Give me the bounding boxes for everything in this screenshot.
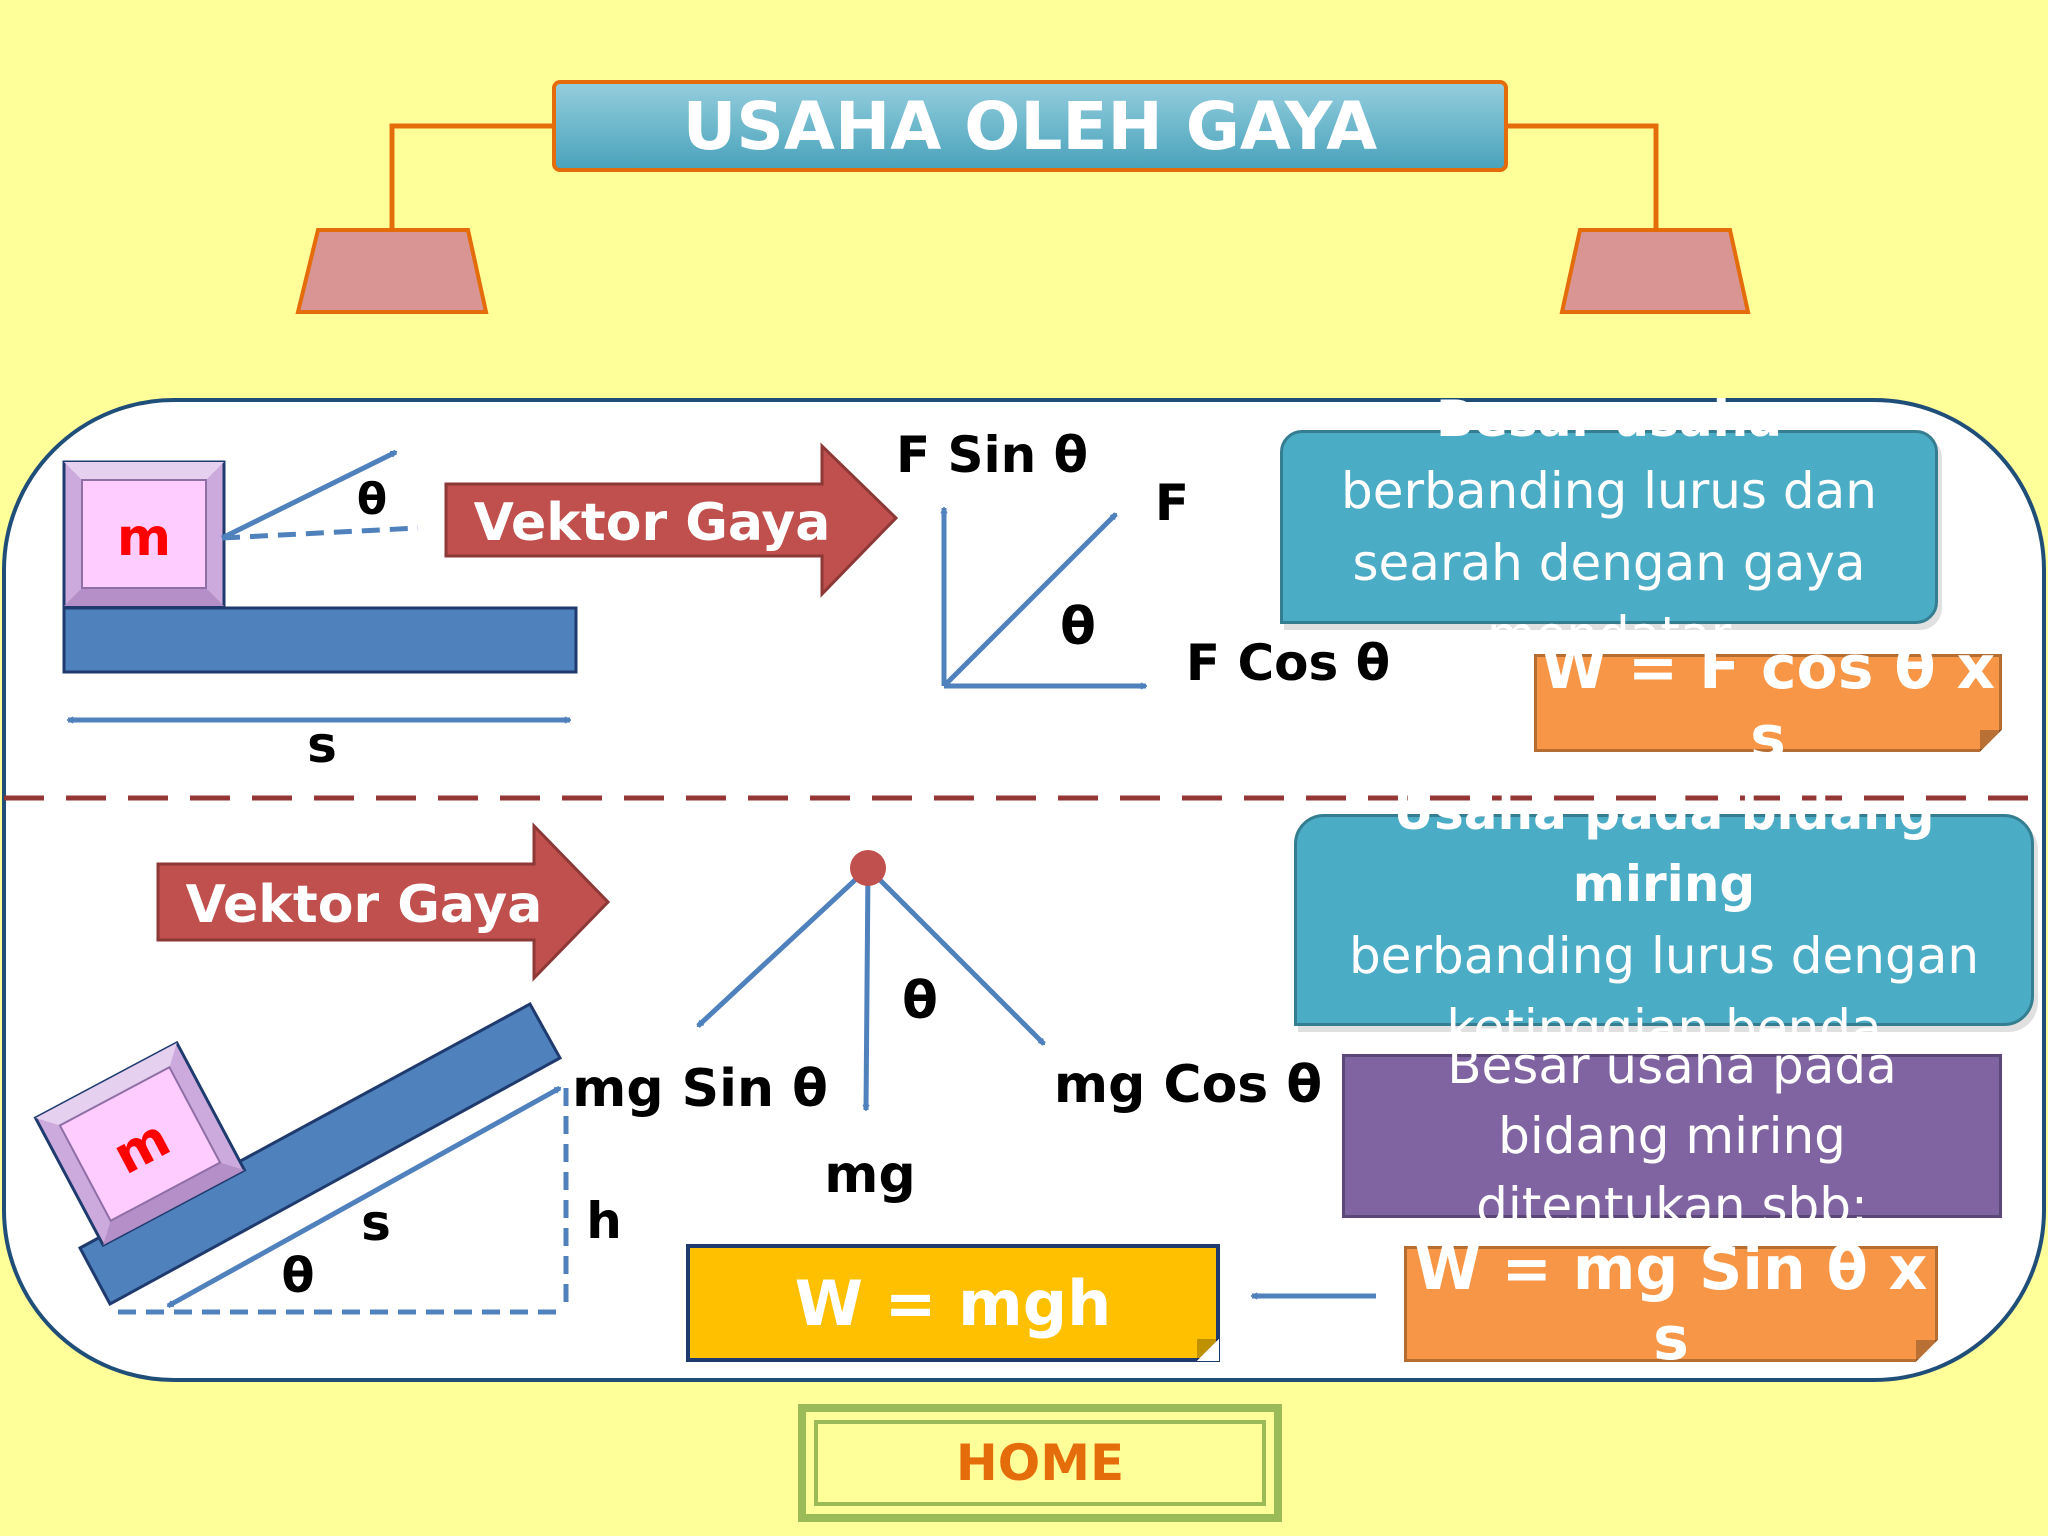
- label-f-cos: F Cos θ: [1186, 634, 1390, 692]
- top-vector-diagram: F Sin θ F θ F Cos θ: [896, 426, 1390, 692]
- page-title: USAHA OLEH GAYA: [682, 87, 1378, 165]
- label-f-sin: F Sin θ: [896, 426, 1088, 484]
- top-force-arrow: [220, 449, 396, 541]
- result-formula-box: W = mgh: [686, 1244, 1220, 1362]
- home-button-inner[interactable]: HOME: [814, 1420, 1266, 1506]
- top-horizontal-dashed: [221, 525, 419, 541]
- incline-angle-label: θ: [282, 1248, 315, 1304]
- label-f: F: [1155, 474, 1189, 532]
- label-mg-cos: mg Cos θ: [1054, 1055, 1322, 1115]
- top-info-box: Besar usaha berbanding lurus dan searah …: [1280, 390, 1938, 664]
- pivot-point: [850, 850, 886, 886]
- bottom-vektor-arrow: [156, 822, 611, 982]
- label-mg: mg: [824, 1145, 915, 1205]
- banner-hangers: [295, 123, 1751, 314]
- incline-distance-label: s: [361, 1194, 391, 1252]
- top-angle-label: θ: [357, 474, 387, 525]
- top-block: m: [62, 460, 226, 608]
- title-banner: USAHA OLEH GAYA: [552, 80, 1508, 172]
- home-button[interactable]: HOME: [798, 1404, 1282, 1522]
- bottom-info-bold: Usaha pada bidang miring: [1393, 783, 1935, 913]
- top-info-bold: Besar usaha: [1435, 390, 1783, 448]
- incline-height-label: h: [586, 1192, 622, 1250]
- top-info-text: Besar usaha berbanding lurus dan searah …: [1303, 383, 1915, 671]
- top-formula-box: W = F cos θ x s: [1534, 633, 2002, 773]
- label-theta-top: θ: [1060, 597, 1096, 657]
- bottom-vector-diagram: mg Sin θ θ mg Cos θ mg: [572, 850, 1322, 1205]
- bottom-note: Besar usaha pada bidang miring ditentuka…: [1447, 1037, 1897, 1235]
- bottom-formula-box: W = mg Sin θ x s: [1404, 1234, 1938, 1374]
- bottom-info-rest: berbanding lurus dengan ketinggian benda: [1348, 927, 1980, 1057]
- bottom-info-text: Usaha pada bidang miring berbanding luru…: [1317, 776, 2011, 1064]
- home-label: HOME: [955, 1434, 1125, 1492]
- bottom-note-box: Besar usaha pada bidang miring ditentuka…: [1342, 1037, 2002, 1235]
- label-theta-bottom: θ: [902, 971, 938, 1031]
- top-vektor-label: Vektor Gaya: [474, 493, 831, 553]
- top-block-mass-label: m: [117, 508, 171, 568]
- top-vektor-arrow: [444, 442, 899, 598]
- bottom-info-box: Usaha pada bidang miring berbanding luru…: [1294, 783, 2034, 1057]
- top-info-rest: berbanding lurus dan searah dengan gaya …: [1341, 462, 1877, 664]
- label-mg-sin: mg Sin θ: [572, 1059, 828, 1119]
- top-distance-label: s: [307, 716, 337, 774]
- incline-distance-arrow: [168, 1085, 560, 1309]
- result-formula: W = mgh: [794, 1266, 1112, 1340]
- top-floor-bar: [62, 606, 578, 674]
- bottom-vektor-label: Vektor Gaya: [186, 875, 543, 935]
- left-weight: [295, 228, 489, 314]
- top-formula: W = F cos θ x s: [1540, 633, 1996, 773]
- right-weight: [1559, 228, 1751, 314]
- bottom-formula: W = mg Sin θ x s: [1414, 1234, 1928, 1374]
